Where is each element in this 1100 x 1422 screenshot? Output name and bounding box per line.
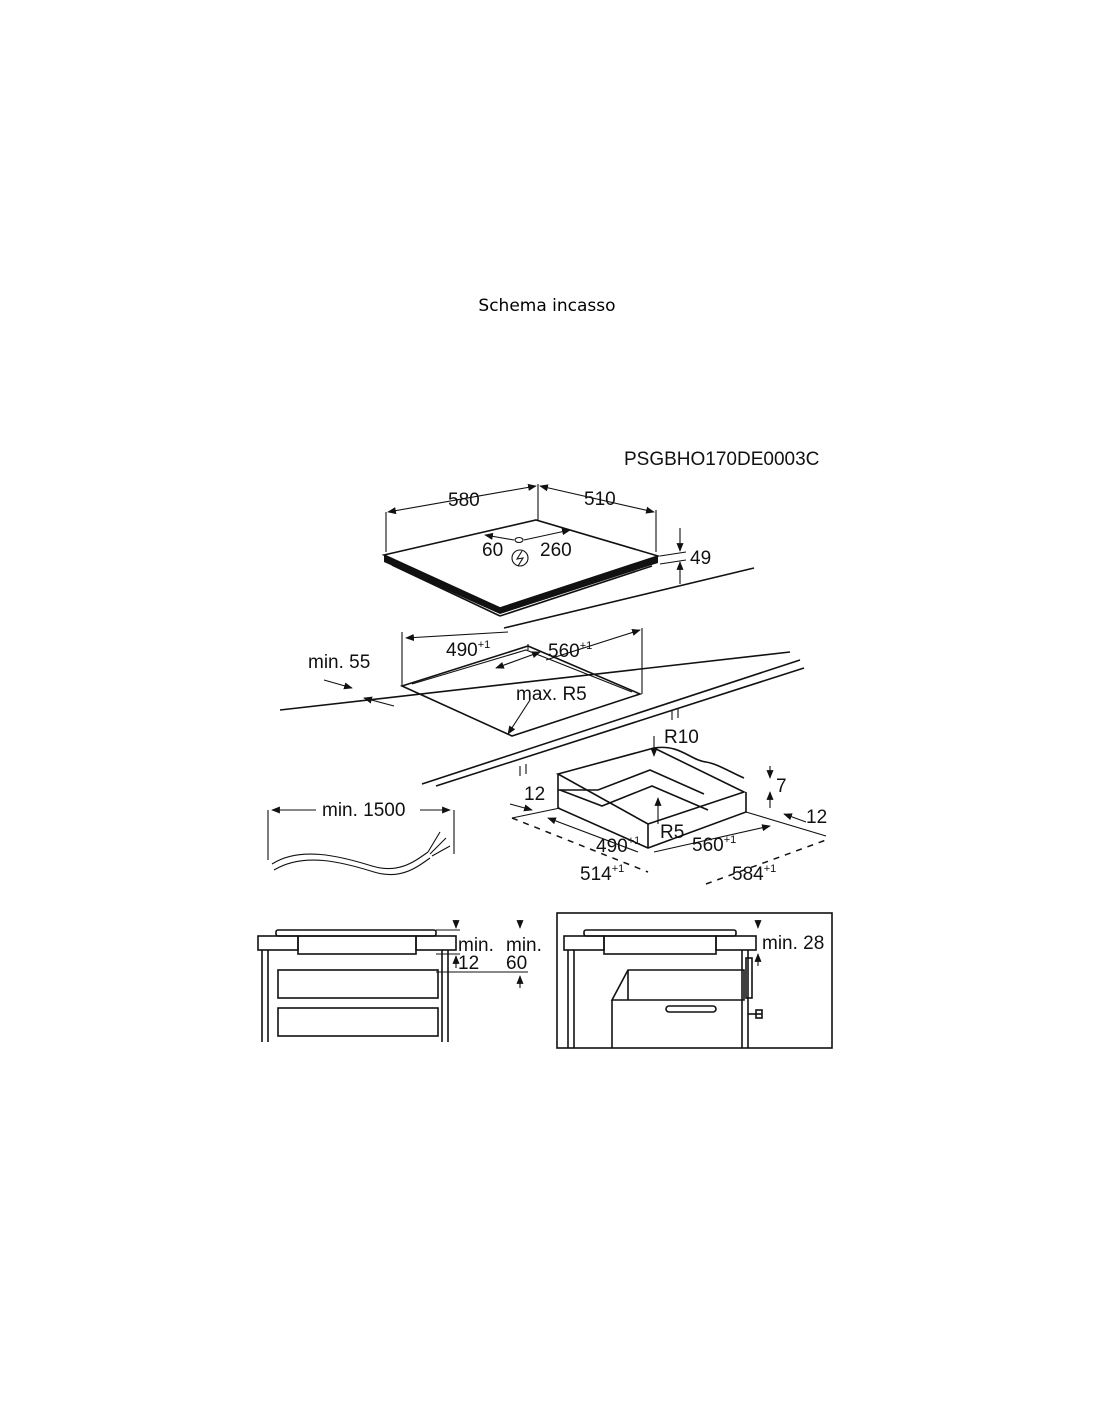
frame-outer-depth-label: 584+1 xyxy=(732,863,776,885)
cable-offset-right-label: 260 xyxy=(540,540,572,561)
page-title: Schema incasso xyxy=(478,296,616,316)
cutout-corner-radius-label: max. R5 xyxy=(516,684,587,705)
frame-step-height-label: 7 xyxy=(776,776,787,797)
frame-radius-inner-label: R5 xyxy=(660,822,684,843)
section-drawer-drawing xyxy=(257,920,528,1042)
cutout-width-label: 490+1 xyxy=(446,639,490,661)
frame-inner-width-label: 490+1 xyxy=(596,835,640,857)
cutout-depth-label: 560+1 xyxy=(548,640,592,662)
frame-rebate-left-label: 12 xyxy=(524,784,545,805)
section-oven-drawing xyxy=(556,912,833,1049)
oven-clearance-label: min. 28 xyxy=(762,933,824,954)
drawer-min-b-label: min. xyxy=(506,935,542,956)
frame-rebate-right-label: 12 xyxy=(806,807,827,828)
cutout-edge-min-label: min. 55 xyxy=(308,652,370,673)
frame-inner-depth-label: 560+1 xyxy=(692,834,736,856)
frame-drawing xyxy=(509,736,827,885)
cutout-drawing xyxy=(279,628,805,787)
drawer-min-b-value: 60 xyxy=(506,953,527,974)
hob-drawing xyxy=(381,483,687,617)
hob-width-label: 580 xyxy=(448,490,480,511)
cable-offset-left-label: 60 xyxy=(482,540,503,561)
hob-height-label: 49 xyxy=(690,548,711,569)
drawer-min-a-label: min. xyxy=(458,935,494,956)
cable-drawing xyxy=(267,806,455,876)
cable-length-label: min. 1500 xyxy=(322,800,405,821)
frame-radius-outer-label: R10 xyxy=(664,727,699,748)
hob-depth-label: 510 xyxy=(584,489,616,510)
drawer-min-a-value: 12 xyxy=(458,953,479,974)
frame-outer-width-label: 514+1 xyxy=(580,863,624,885)
diagram-code: PSGBHO170DE0003C xyxy=(624,449,819,470)
